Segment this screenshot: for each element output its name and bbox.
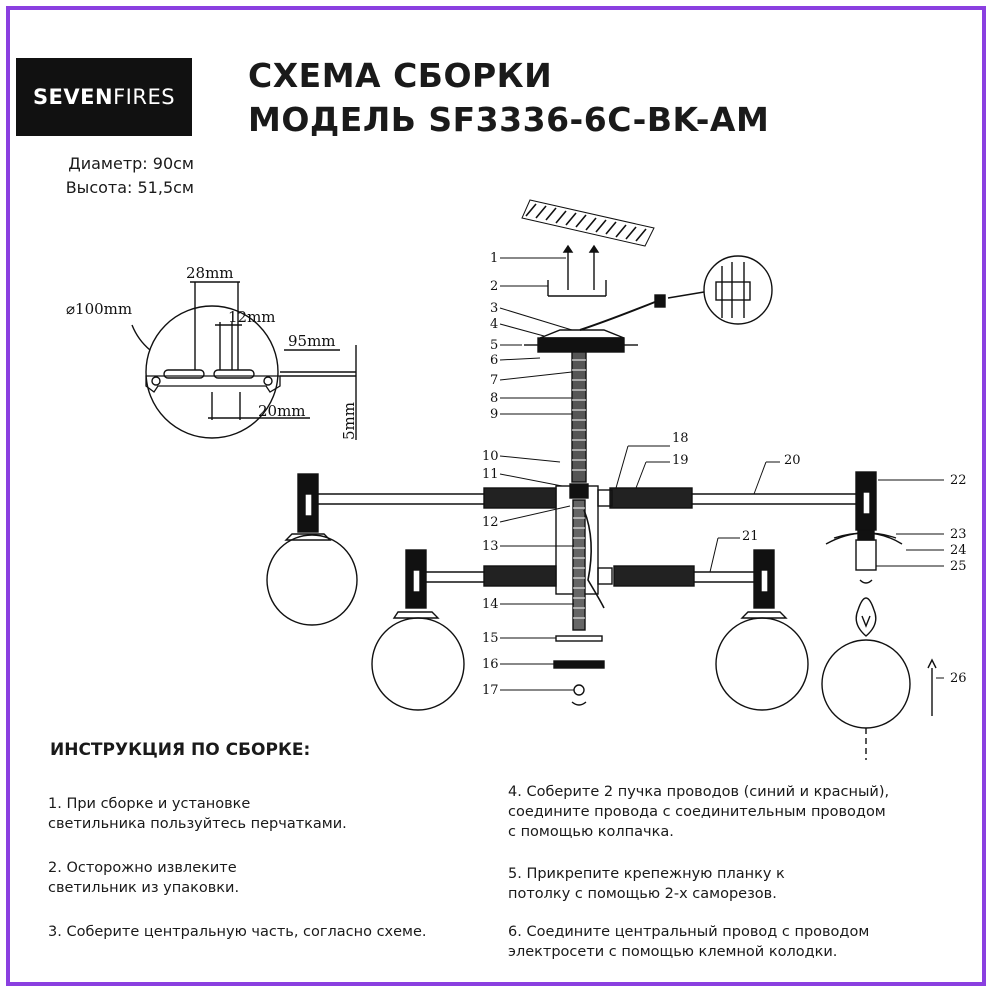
step-line: 2. Осторожно извлеките (48, 860, 237, 876)
part-label: 13 (482, 539, 499, 554)
step-line: 3. Соберите центральную часть, согласно … (48, 924, 427, 940)
part-label: 18 (672, 431, 689, 446)
part-label: 6 (490, 353, 498, 368)
part-label: 14 (482, 597, 499, 612)
part-label: 1 (490, 251, 498, 266)
exploded-lamp-parts (825, 529, 937, 760)
dim-20-label: 20mm (258, 402, 306, 420)
brand-light: FIRES (113, 85, 176, 109)
part-label: 24 (950, 543, 967, 558)
product-specs: Диаметр: 90см Высота: 51,5см (18, 152, 194, 200)
step-line: потолку с помощью 2-х саморезов. (508, 886, 777, 902)
step-line: электросети с помощью клемной колодки. (508, 944, 838, 960)
step-line: светильник из упаковки. (48, 880, 240, 896)
step-line: светильника пользуйтесь перчатками. (48, 816, 347, 832)
center-assembly (524, 244, 666, 706)
wire-connector-detail (667, 255, 773, 325)
mounting-bracket-detail (131, 281, 357, 440)
step-line: 5. Прикрепите крепежную планку к (508, 866, 785, 882)
dim-28-label: 28mm (186, 264, 234, 282)
part-label: 16 (482, 657, 499, 672)
title-line1: СХЕМА СБОРКИ (248, 56, 553, 95)
step-line: 6. Соедините центральный провод с провод… (508, 924, 870, 940)
part-label: 2 (490, 279, 498, 294)
instruction-step: 1. При сборке и установке светильника по… (48, 794, 347, 834)
leader-lines (499, 257, 944, 691)
step-line: 4. Соберите 2 пучка проводов (синий и кр… (508, 784, 890, 800)
part-label: 3 (490, 301, 498, 316)
dim-diameter-label: ⌀100mm (66, 300, 132, 318)
step-line: с помощью колпачка. (508, 824, 674, 840)
part-label: 15 (482, 631, 499, 646)
part-label: 22 (950, 473, 967, 488)
page-title: СХЕМА СБОРКИ МОДЕЛЬ SF3336-6C-BK-AM (248, 54, 769, 142)
step-line: 1. При сборке и установке (48, 796, 251, 812)
page-frame (6, 6, 986, 986)
part-label: 26 (950, 671, 967, 686)
instruction-step: 4. Соберите 2 пучка проводов (синий и кр… (508, 782, 889, 842)
part-label: 10 (482, 449, 499, 464)
part-label: 23 (950, 527, 967, 542)
instruction-step: 6. Соедините центральный провод с провод… (508, 922, 869, 962)
part-label: 17 (482, 683, 499, 698)
part-label: 20 (784, 453, 801, 468)
dim-5-label: 5mm (340, 402, 358, 440)
glass-globes (266, 534, 911, 729)
step-line: соедините провода с соединительным прово… (508, 804, 886, 820)
part-label: 8 (490, 391, 498, 406)
ceiling-hatch (521, 199, 655, 247)
lower-arms (420, 565, 756, 587)
instruction-step: 2. Осторожно извлеките светильник из упа… (48, 858, 239, 898)
title-line2: МОДЕЛЬ SF3336-6C-BK-AM (248, 100, 770, 139)
part-label: 7 (490, 373, 498, 388)
dim-95-label: 95mm (288, 332, 336, 350)
upper-arms (318, 487, 860, 509)
spec-diameter: Диаметр: 90см (68, 154, 194, 173)
part-label: 4 (490, 317, 498, 332)
lamp-holders (284, 471, 877, 619)
part-label: 9 (490, 407, 498, 422)
instruction-step: 5. Прикрепите крепежную планку к потолку… (508, 864, 785, 904)
brand-bold: SEVEN (32, 85, 114, 109)
instructions-heading: ИНСТРУКЦИЯ ПО СБОРКЕ: (50, 740, 311, 760)
part-label: 5 (490, 338, 498, 353)
part-label: 25 (950, 559, 967, 574)
part-label: 11 (482, 467, 499, 482)
dim-12-label: 12mm (228, 308, 276, 326)
part-label: 12 (482, 515, 499, 530)
part-label: 21 (742, 529, 759, 544)
spec-height: Высота: 51,5см (65, 178, 194, 197)
part-label: 19 (672, 453, 689, 468)
instruction-step: 3. Соберите центральную часть, согласно … (48, 922, 427, 942)
